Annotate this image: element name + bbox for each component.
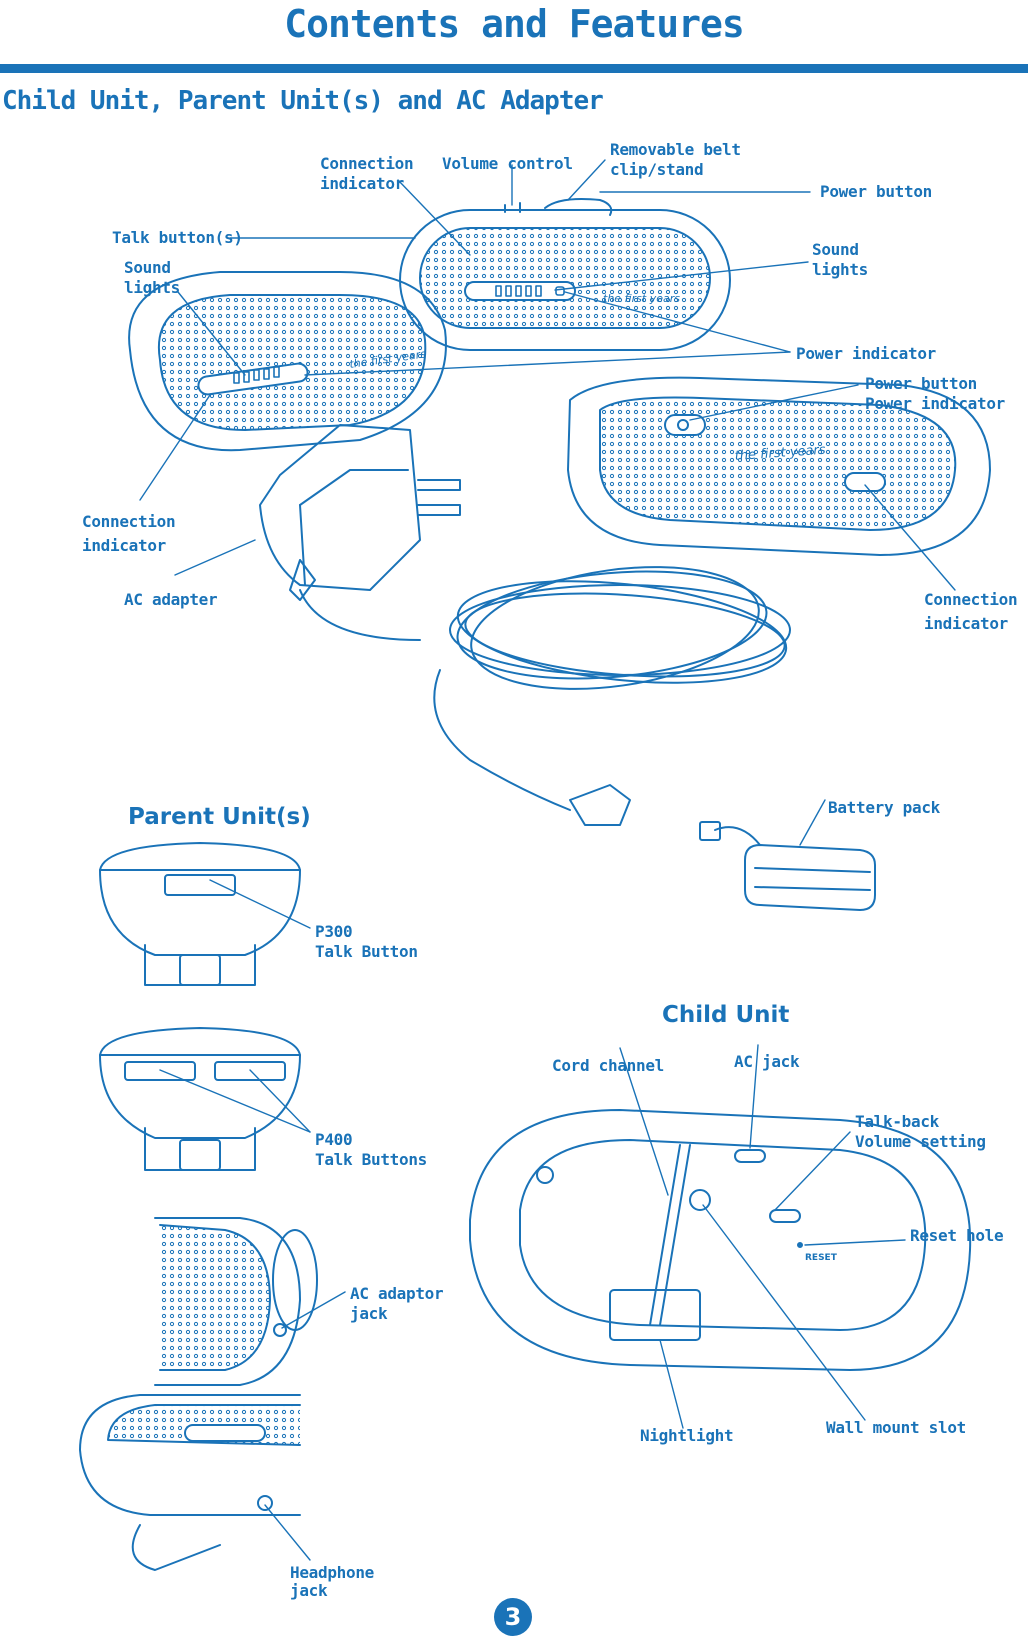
brand-mark-child: the first years: [734, 443, 826, 464]
ac-adaptor-jack-illustration: [154, 1217, 318, 1386]
battery-pack-illustration: [699, 821, 876, 911]
parent-units-heading: Parent Unit(s): [128, 804, 311, 830]
power-button-top-label: Power button: [820, 182, 932, 201]
parent-unit-left-illustration: [128, 271, 447, 452]
p400-parent-unit-illustration: [99, 1027, 301, 1171]
title-rule: [0, 64, 1028, 73]
cord-channel-label: Cord channel: [552, 1056, 664, 1075]
headphone-jack-illustration: [79, 1394, 301, 1571]
ac-adapter-label: AC adapter: [124, 590, 218, 609]
talk-buttons-label: Talk button(s): [112, 228, 243, 247]
battery-pack-label: Battery pack: [828, 798, 940, 817]
ac-jack-label: AC jack: [734, 1052, 800, 1071]
parent-unit-top-illustration: [399, 198, 731, 351]
child-unit-back-illustration: [469, 1109, 972, 1371]
nightlight-label: Nightlight: [640, 1426, 734, 1445]
volume-control-label: Volume control: [442, 154, 573, 173]
wall-mount-slot-label: Wall mount slot: [826, 1418, 966, 1437]
reset-marking: RESET: [805, 1253, 838, 1263]
page-number: 3: [494, 1598, 532, 1636]
child-unit-heading: Child Unit: [662, 1002, 790, 1028]
p300-parent-unit-illustration: [99, 842, 301, 986]
reset-hole-label: Reset hole: [910, 1226, 1004, 1245]
ac-adapter-illustration: [259, 424, 791, 826]
page-title: Contents and Features: [284, 2, 744, 46]
leader-lines: [139, 159, 956, 1561]
power-indicator-label: Power indicator: [796, 344, 936, 363]
child-unit-top-illustration: [567, 376, 991, 556]
section-title: Child Unit, Parent Unit(s) and AC Adapte…: [2, 86, 604, 116]
brand-mark-top: the first years: [603, 292, 680, 305]
